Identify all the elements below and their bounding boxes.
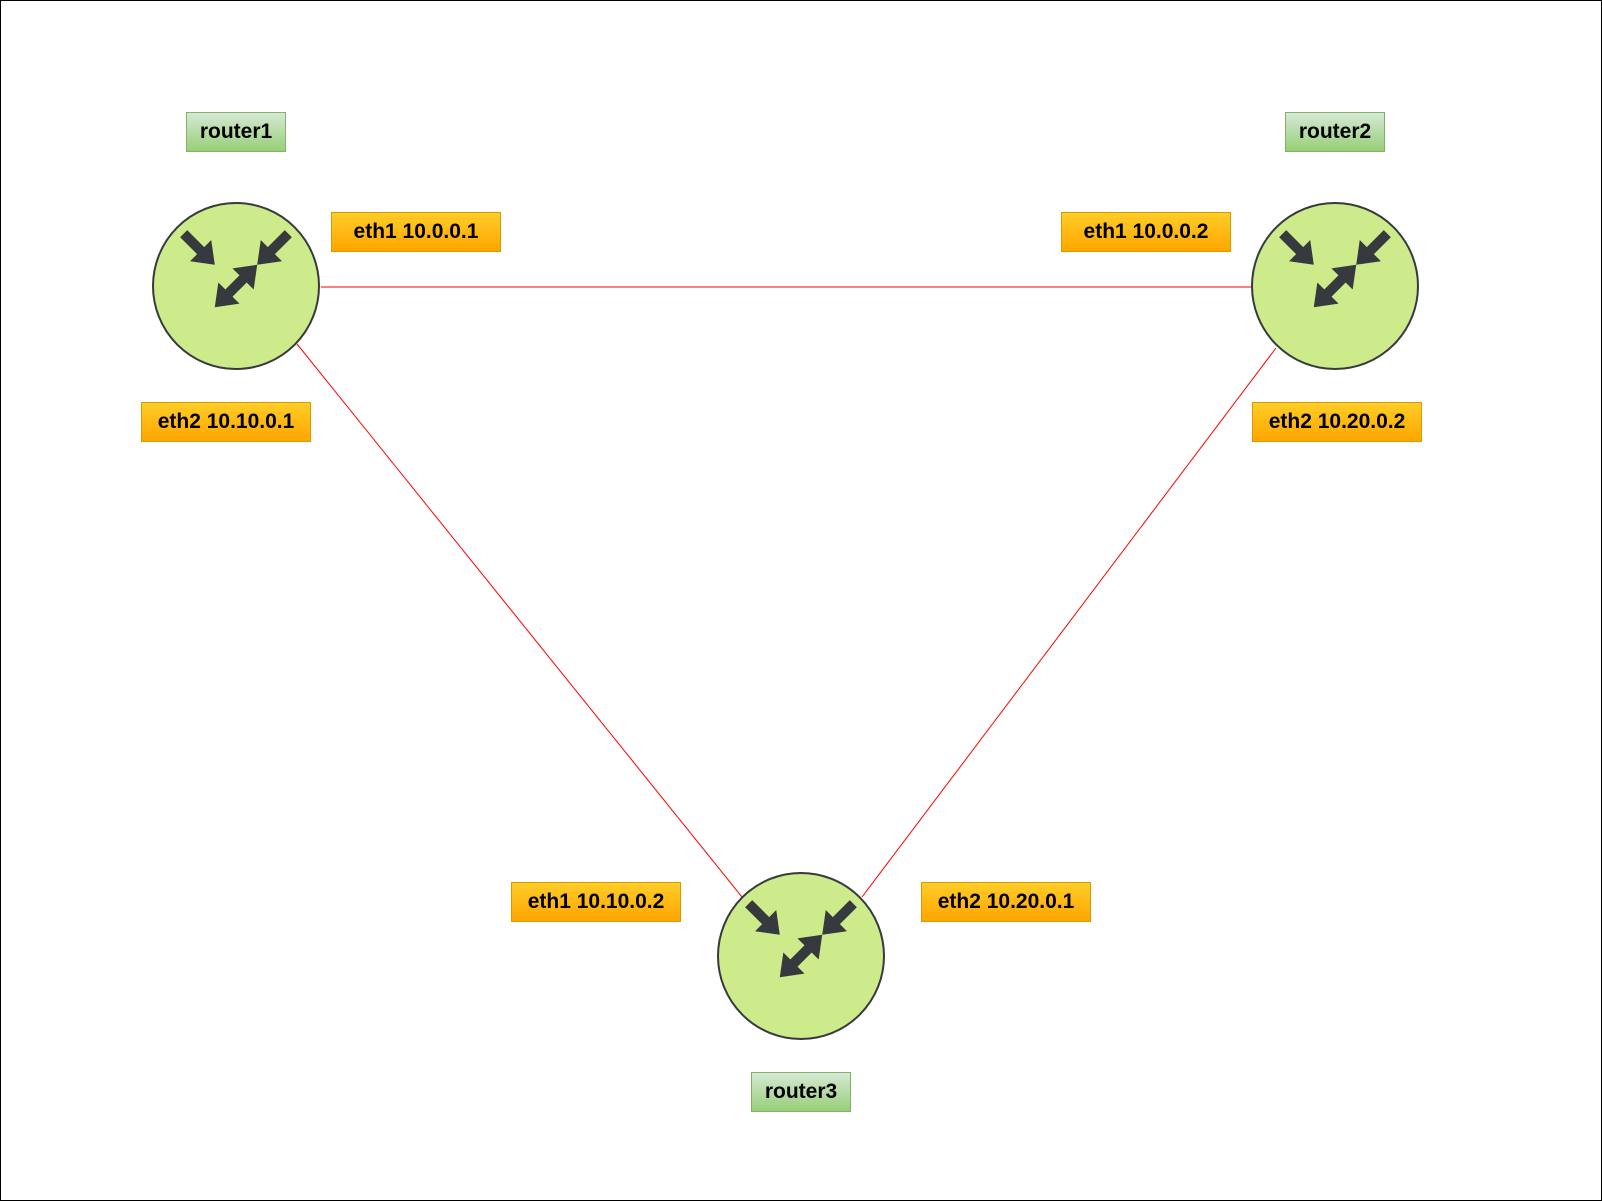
router3-eth2-label: eth2 10.20.0.1 <box>921 882 1091 922</box>
router1-eth2-label: eth2 10.10.0.1 <box>141 402 311 442</box>
router1-eth1-label: eth1 10.0.0.1 <box>331 212 501 252</box>
router3-icon[interactable] <box>717 872 885 1040</box>
router2-name-label: router2 <box>1285 112 1385 152</box>
router3-name-label: router3 <box>751 1072 851 1112</box>
link-router1-router3 <box>296 343 743 898</box>
router3-eth1-label: eth1 10.10.0.2 <box>511 882 681 922</box>
router2-icon[interactable] <box>1251 202 1419 370</box>
router1-name-label: router1 <box>186 112 286 152</box>
link-router2-router3 <box>861 347 1277 898</box>
router1-icon[interactable] <box>152 202 320 370</box>
router2-eth2-label: eth2 10.20.0.2 <box>1252 402 1422 442</box>
router2-eth1-label: eth1 10.0.0.2 <box>1061 212 1231 252</box>
